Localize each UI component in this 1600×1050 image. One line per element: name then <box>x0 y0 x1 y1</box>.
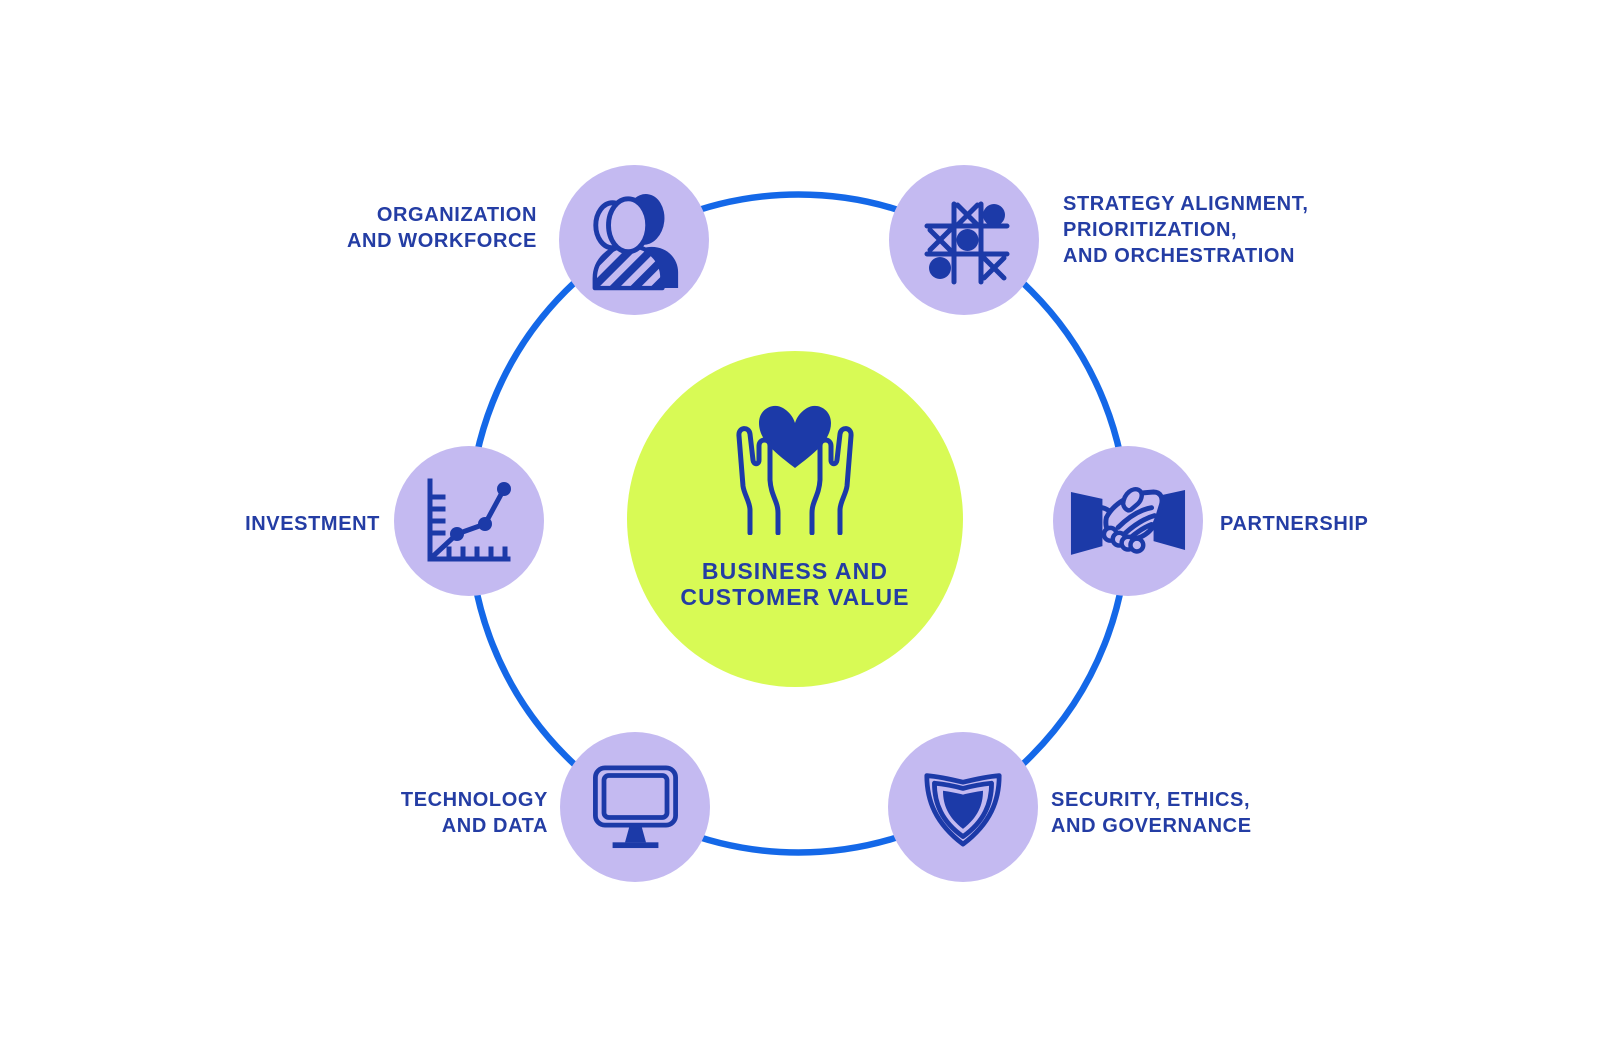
node-security-ethics-governance <box>888 732 1038 882</box>
node-organization-and-workforce <box>559 165 709 315</box>
label-organization-and-workforce: ORGANIZATION AND WORKFORCE <box>346 204 537 252</box>
center-label: BUSINESS AND CUSTOMER VALUE <box>680 558 910 610</box>
handshake-icon <box>1070 486 1186 555</box>
label-investment: INVESTMENT <box>245 513 380 535</box>
node-investment <box>394 446 544 596</box>
monitor-icon <box>592 765 678 849</box>
node-technology-and-data <box>560 732 710 882</box>
shield-icon <box>924 773 1002 847</box>
label-strategy-alignment: STRATEGY ALIGNMENT, PRIORITIZATION, AND … <box>1063 193 1309 267</box>
line-chart-icon <box>427 478 511 562</box>
tic-tac-toe-icon <box>924 201 1010 285</box>
center-circle: BUSINESS AND CUSTOMER VALUE <box>627 351 963 687</box>
node-partnership <box>1053 446 1203 596</box>
node-strategy-alignment <box>889 165 1039 315</box>
label-partnership: PARTNERSHIP <box>1220 513 1369 535</box>
people-icon <box>592 193 679 291</box>
label-technology-and-data: TECHNOLOGY AND DATA <box>400 789 548 837</box>
label-security-ethics-governance: SECURITY, ETHICS, AND GOVERNANCE <box>1051 789 1252 837</box>
hands-holding-heart-icon <box>736 405 854 535</box>
